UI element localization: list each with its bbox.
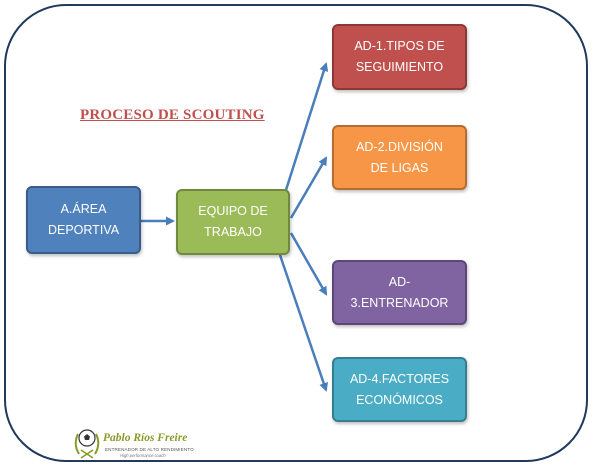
node-label-line: ECONÓMICOS (356, 392, 443, 407)
node-label-line: TRABAJO (204, 225, 262, 239)
soccer-ball-laurel-icon (74, 429, 100, 459)
node-label-line: EQUIPO DE (198, 204, 268, 218)
node-label-line: DEPORTIVA (47, 223, 120, 237)
diagram-title: PROCESO DE SCOUTING (80, 107, 265, 123)
node-label-line: DE LIGAS (370, 160, 429, 175)
node-label-line: 3.ENTRENADOR (350, 295, 449, 310)
node-ad4-factores-economicos: AD-4.FACTORES ECONÓMICOS (332, 357, 467, 422)
node-label-line: AD-4.FACTORES (349, 371, 450, 386)
logo-tagline: ENTRENADOR DE ALTO RENDIMIENTO (105, 447, 194, 452)
arrow-team-to-ad2 (289, 156, 328, 219)
node-ad2-division-de-ligas: AD-2.DIVISIÓN DE LIGAS (332, 125, 467, 190)
node-equipo-de-trabajo: EQUIPO DE TRABAJO (176, 189, 290, 255)
node-label-line: AD- (388, 274, 411, 289)
node-label-line: A.ÁREA (60, 202, 107, 216)
arrow-team-to-ad1 (284, 62, 329, 191)
node-ad3-entrenador: AD- 3.ENTRENADOR (332, 260, 467, 325)
node-label-line: AD-1.TIPOS DE (354, 39, 445, 53)
node-label-line: SEGUIMIENTO (355, 60, 444, 74)
arrow-team-to-ad3 (289, 232, 328, 296)
node-label-line: AD-2.DIVISIÓN (356, 139, 443, 154)
node-ad1-tipos-de-seguimiento: AD-1.TIPOS DE SEGUIMIENTO (332, 24, 467, 90)
node-area-deportiva: A.ÁREA DEPORTIVA (26, 186, 141, 254)
arrow-team-to-ad4 (278, 254, 329, 392)
logo-name: Pablo Ríos Freire (103, 432, 188, 444)
logo-subtitle: High performance coach (120, 453, 166, 458)
author-logo: Pablo Ríos Freire ENTRENADOR DE ALTO REN… (72, 424, 202, 464)
